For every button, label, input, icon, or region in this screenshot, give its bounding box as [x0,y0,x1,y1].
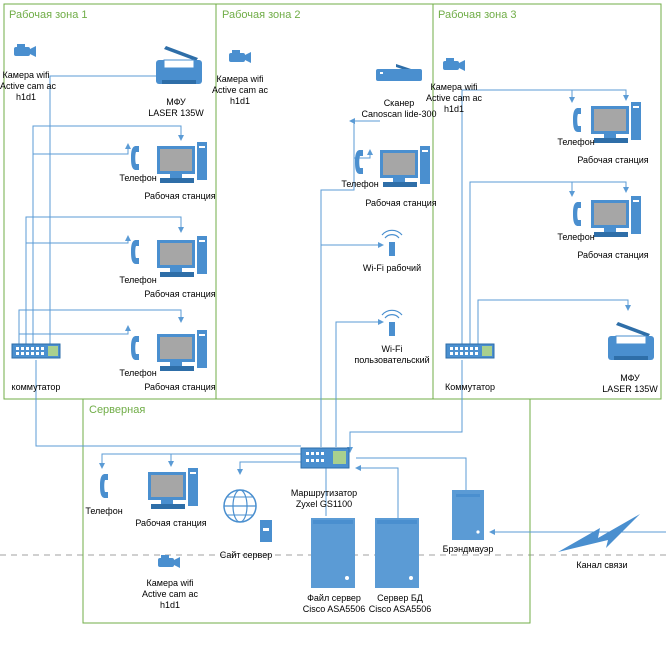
phone-icon-z3-2 [573,202,581,226]
firewall-icon [452,490,484,540]
phone-icon-z2 [355,150,363,174]
link-z1-phone2 [26,235,131,244]
phone-label-z1-2: Телефон [119,275,157,285]
switch-icon-z1 [11,343,61,359]
camera-icon-z1 [14,44,36,57]
mfu-icon-z3 [607,321,655,361]
link-router-wifi-user [335,319,384,447]
workstation-icon-server [148,468,198,509]
file-server-label: Файл сервер Cisco ASA5506 [302,593,366,614]
wifi-work-icon [381,229,403,257]
channel-lightning-icon [558,514,640,552]
phone-icon-z1-3 [131,336,139,360]
server-room-title: Серверная [89,404,146,416]
workstation-label-z1-1: Рабочая станция [144,191,216,201]
camera-icon-z2 [229,50,251,63]
mfu-label-z3: МФУ LASER 135W [602,373,658,394]
link-router-site [237,461,301,475]
link-router-db [355,465,399,518]
workstation-icon-z3-2 [591,196,641,237]
camera-label-z1: Камера wifi Active cam ac h1d1 [0,70,57,102]
scanner-label: Сканер Canoscan lide-300 [361,98,437,119]
link-router-firewall [356,457,467,490]
phone-label-z3-2: Телефон [557,232,595,242]
mfu-label-z1: МФУ LASER 135W [148,97,204,118]
link-z3-ws1b [572,89,629,101]
router-ports [306,452,324,462]
link-z3-ws1 [461,89,575,344]
connection-lines [18,67,666,535]
camera-icon-server [158,555,180,568]
zone-3-title: Рабочая зона 3 [438,9,517,21]
link-z1-ws3 [18,309,184,344]
router-label: Маршрутизатор Zyxel GS1100 [290,488,358,509]
switch-icon-z3 [445,343,495,359]
phone-label-z1-1: Телефон [119,173,157,183]
phone-label-z2: Телефон [341,179,379,189]
router-status-led [333,451,346,464]
zone-3-border [432,3,662,400]
zone-1-title: Рабочая зона 1 [9,9,88,21]
workstation-label-z3-2: Рабочая станция [577,250,649,260]
site-server-label: Сайт сервер [219,550,273,560]
camera-label-z2: Камера wifi Active cam ac h1d1 [211,74,269,106]
zone-2-title: Рабочая зона 2 [222,9,301,21]
workstation-label-z2: Рабочая станция [365,198,437,208]
workstation-icon-z1-3 [157,330,207,371]
phone-icon-z1-1 [131,146,139,170]
phone-label-server: Телефон [85,506,123,516]
wifi-user-label: Wi-Fi пользовательский [354,344,430,365]
link-z1-ws1 [32,125,184,344]
link-router-ws-z2 [353,149,373,190]
scanner-icon-shape [376,64,422,81]
workstation-icon-z3-1 [591,102,641,143]
workstation-icon-z1-1 [157,142,207,183]
phone-icon-server [100,474,108,498]
server-room-border [82,398,531,624]
link-z3-switch-router [347,360,463,453]
link-z3-ws2 [469,181,575,344]
workstation-label-z3-1: Рабочая станция [577,155,649,165]
switch-label-z1: коммутатор [11,382,61,392]
phone-label-z3-1: Телефон [557,137,595,147]
link-router-scanner [320,120,380,447]
link-z1-phone1 [33,143,131,155]
phone-icon-z3-1 [573,108,581,132]
switch-label-z3: Коммутатор [444,382,496,392]
camera-label-z3: Камера wifi Active cam ac h1d1 [425,82,483,114]
workstation-icon-z2 [380,146,430,187]
firewall-label: Брэндмауэр [442,544,494,554]
workstation-icon-z1-2 [157,236,207,277]
mfu-icon-z1 [155,45,203,85]
file-server-icon [311,518,355,588]
workstation-label-server: Рабочая станция [135,518,207,528]
phone-label-z1-3: Телефон [119,368,157,378]
link-router-phone [99,453,171,469]
db-server-icon [375,518,419,588]
link-z1-ws2 [25,216,184,344]
camera-icon-z3 [443,58,465,71]
link-router-server-ws [168,453,301,467]
workstation-label-z1-2: Рабочая станция [144,289,216,299]
site-server-icon [223,489,272,542]
link-z1-phone3 [19,325,131,335]
camera-label-server: Камера wifi Active cam ac h1d1 [141,578,199,610]
db-server-label: Сервер БД Cisco ASA5506 [368,593,432,614]
link-z3-ws2b [572,181,629,193]
link-z1-switch-router [35,360,301,447]
wifi-user-icon [381,309,403,337]
link-z3-mfu [477,299,631,344]
channel-label: Канал связи [576,560,628,570]
workstation-label-z1-3: Рабочая станция [144,382,216,392]
phone-icon-z1-2 [131,240,139,264]
wifi-work-label: Wi-Fi рабочий [362,263,422,273]
